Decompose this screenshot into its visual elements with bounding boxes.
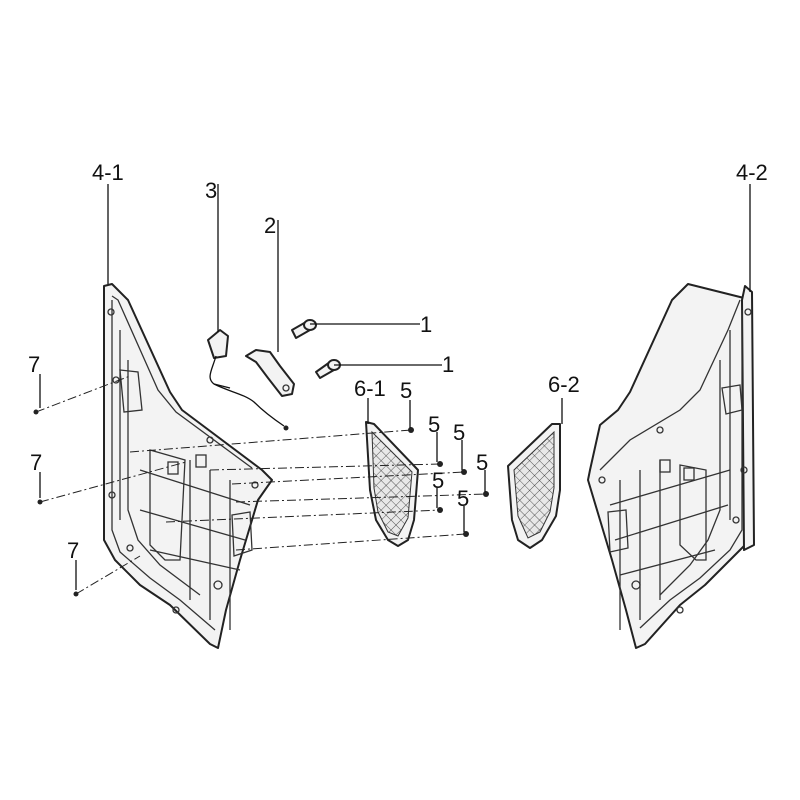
leader-lines bbox=[39, 184, 751, 590]
callout-4-2: 4-2 bbox=[736, 160, 768, 185]
wiring-harness-part bbox=[207, 329, 289, 431]
callout-5-b: 5 bbox=[428, 412, 440, 437]
bolt-part-upper bbox=[291, 319, 317, 339]
callout-5-e: 5 bbox=[432, 468, 444, 493]
callout-5-d: 5 bbox=[476, 450, 488, 475]
callout-7-lower: 7 bbox=[67, 538, 79, 563]
callout-7-upper: 7 bbox=[28, 352, 40, 377]
right-floor-panel bbox=[587, 283, 755, 649]
mesh-grille-left bbox=[365, 421, 419, 547]
callout-4-1: 4-1 bbox=[92, 160, 124, 185]
fasteners bbox=[33, 409, 489, 597]
callout-5-f: 5 bbox=[457, 486, 469, 511]
callout-1-upper: 1 bbox=[420, 312, 432, 337]
callout-7-middle: 7 bbox=[30, 450, 42, 475]
left-floor-panel bbox=[103, 283, 273, 649]
callout-5-a: 5 bbox=[400, 378, 412, 403]
callout-6-2: 6-2 bbox=[548, 372, 580, 397]
mesh-grille-right bbox=[507, 423, 561, 549]
bracket-part bbox=[245, 349, 295, 397]
callout-3: 3 bbox=[205, 178, 217, 203]
callout-2: 2 bbox=[264, 213, 276, 238]
alignment-lines bbox=[35, 375, 487, 595]
callout-5-c: 5 bbox=[453, 420, 465, 445]
callout-1-lower: 1 bbox=[442, 352, 454, 377]
bolt-part-lower bbox=[315, 359, 341, 379]
callout-6-1: 6-1 bbox=[354, 376, 386, 401]
